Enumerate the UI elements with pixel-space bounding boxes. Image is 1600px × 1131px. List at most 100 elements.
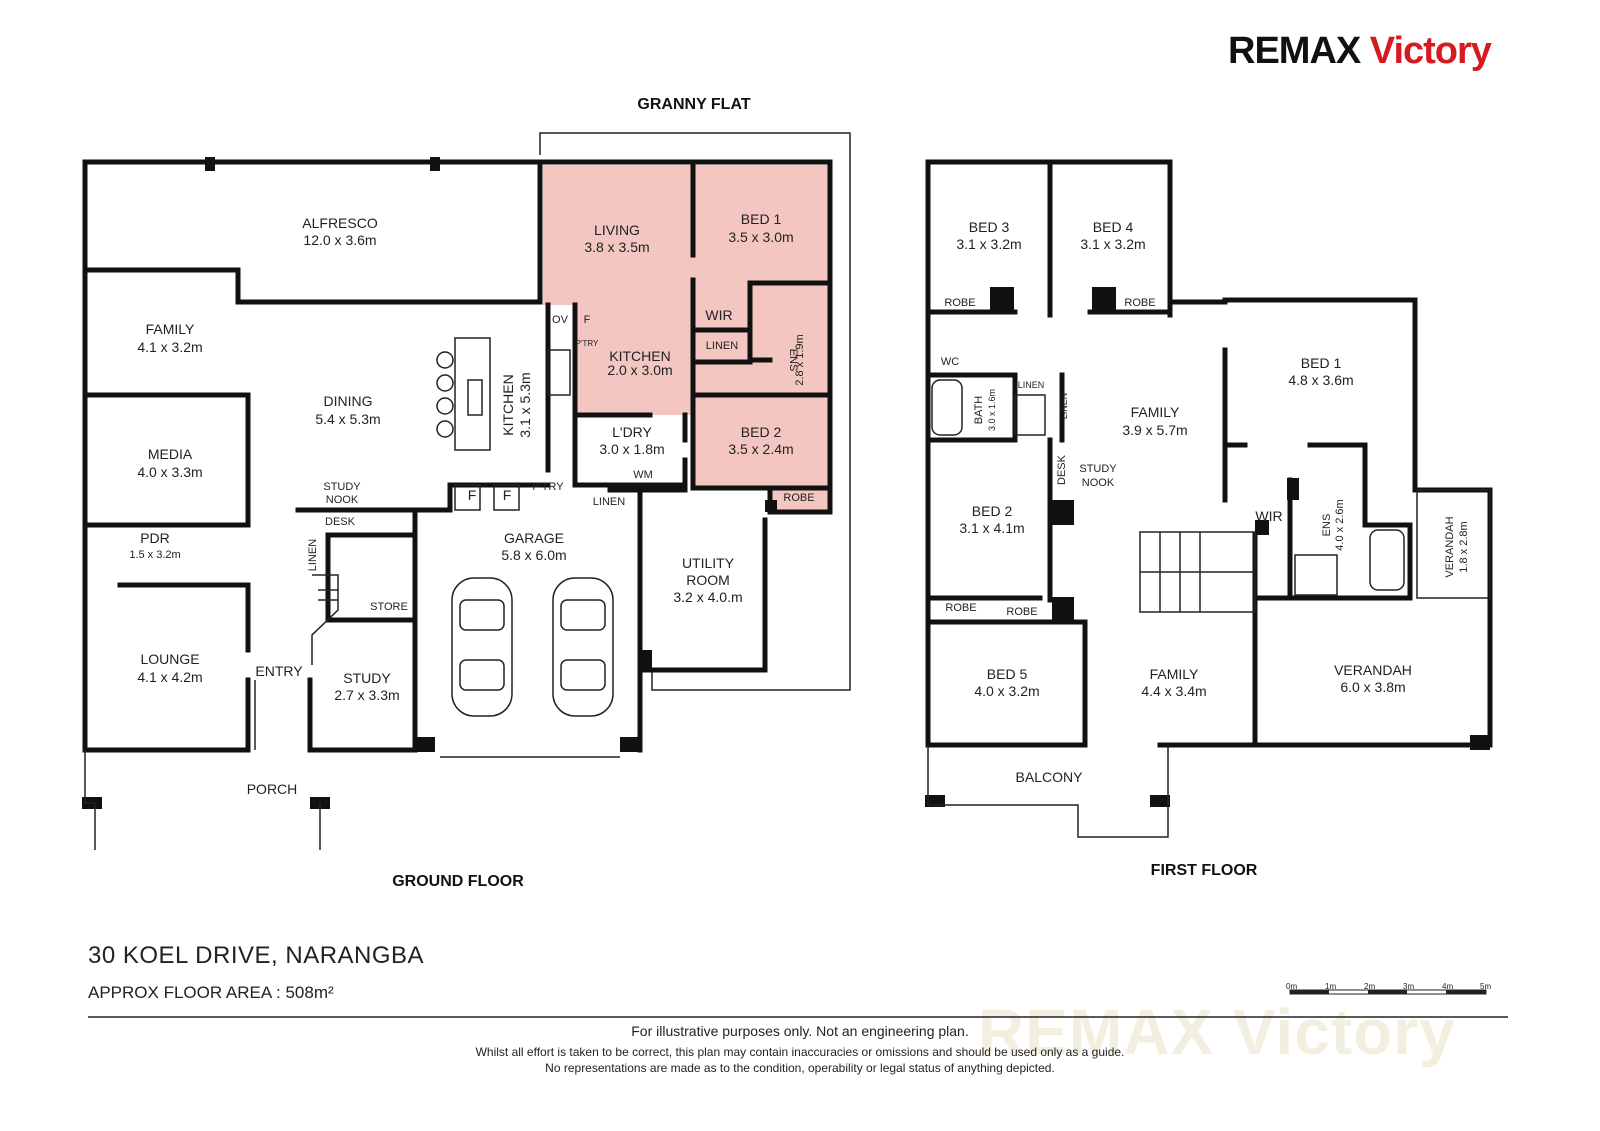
alfresco-label: ALFRESCO	[302, 215, 378, 231]
lounge-label: LOUNGE	[140, 651, 199, 667]
granny-flat-title: GRANNY FLAT	[637, 96, 750, 113]
first-posts	[925, 287, 1490, 807]
remax-logo: REMAX Victory	[1228, 30, 1492, 72]
ff-desk-label: DESK	[1056, 454, 1068, 485]
pdr-size: 1.5 x 3.2m	[129, 549, 180, 561]
ff-ens-size: 4.0 x 2.6m	[1334, 499, 1346, 550]
watermark: REMAX Victory	[978, 996, 1456, 1068]
gf-fridge-label: F	[584, 314, 591, 326]
ff-wc-label: WC	[941, 356, 959, 368]
first-floor-title: FIRST FLOOR	[1151, 862, 1258, 879]
ff-wir-label: WIR	[1255, 508, 1282, 524]
ff-bath-size: 3.0 x 1.6m	[987, 389, 997, 431]
disclaimer-line-2: Whilst all effort is taken to be correct…	[475, 1045, 1125, 1059]
kitchen-size: 3.1 x 5.3m	[517, 372, 533, 437]
gf-wir-label: WIR	[705, 307, 732, 323]
gf-bed1-size: 3.5 x 3.0m	[728, 229, 793, 245]
fridge-label-2: F	[503, 487, 512, 503]
garage-label: GARAGE	[504, 530, 564, 546]
ff-verandah-small-size: 1.8 x 2.8m	[1458, 521, 1470, 572]
ground-posts	[82, 157, 777, 809]
study-label: STUDY	[343, 670, 391, 686]
ff-family2-label: FAMILY	[1150, 666, 1199, 682]
scale-label-1: 1m	[1325, 982, 1337, 991]
gf-bed1-label: BED 1	[741, 211, 782, 227]
ff-balcony-label: BALCONY	[1016, 769, 1084, 785]
ff-bath-label: BATH	[973, 396, 985, 425]
gf-ptry-label: P'TRY	[576, 339, 599, 348]
granny-flat-shading	[543, 165, 828, 512]
laundry-size: 3.0 x 1.8m	[599, 441, 664, 457]
gf-living-label: LIVING	[594, 222, 640, 238]
ff-study-nook-1: STUDY	[1079, 463, 1117, 475]
laundry-label: L'DRY	[612, 424, 652, 440]
scale-label-5: 5m	[1480, 982, 1492, 991]
ground-stairs	[311, 574, 339, 665]
kitchen-island	[436, 337, 571, 511]
ff-robe3-label: ROBE	[944, 297, 975, 309]
pdr-label: PDR	[140, 530, 170, 546]
gf-robe-label: ROBE	[783, 492, 814, 504]
scale-label-3: 3m	[1403, 982, 1415, 991]
utility-label-2: ROOM	[686, 572, 730, 588]
ff-bed1-label: BED 1	[1301, 355, 1342, 371]
oven-label: OV	[552, 314, 569, 326]
ff-bed5-size: 4.0 x 3.2m	[974, 683, 1039, 699]
ff-verandah-small-label: VERANDAH	[1444, 516, 1456, 577]
ground-floor-title: GROUND FLOOR	[392, 873, 524, 890]
wm-label: WM	[633, 469, 653, 481]
ff-linen-a-label: LINEN	[1018, 380, 1045, 390]
ff-bed5-label: BED 5	[987, 666, 1028, 682]
ff-bed2-label: BED 2	[972, 503, 1013, 519]
media-size: 4.0 x 3.3m	[137, 464, 202, 480]
ff-bed2-size: 3.1 x 4.1m	[959, 520, 1024, 536]
kitchen-label: KITCHEN	[500, 374, 516, 435]
ff-family1-label: FAMILY	[1131, 404, 1180, 420]
family-size: 4.1 x 3.2m	[137, 339, 202, 355]
gf-ens-label: ENS	[787, 349, 799, 372]
granny-flat-outline	[539, 132, 851, 691]
ff-bed4-size: 3.1 x 3.2m	[1080, 236, 1145, 252]
gf-bed2-size: 3.5 x 2.4m	[728, 441, 793, 457]
ff-robe2-label: ROBE	[945, 602, 976, 614]
utility-size: 3.2 x 4.0.m	[673, 589, 742, 605]
property-address: 30 KOEL DRIVE, NARANGBA	[88, 942, 425, 969]
gf-ens-size: 2.8 x 1.9m	[794, 334, 806, 385]
linen2-label: LINEN	[593, 496, 625, 508]
ground-floor-walls	[82, 159, 833, 753]
ff-robe4-label: ROBE	[1124, 297, 1155, 309]
ff-bed4-label: BED 4	[1093, 219, 1134, 235]
fridge-label-1: F	[468, 487, 477, 503]
gf-kitchen-label: KITCHEN	[609, 348, 670, 364]
disclaimer-line-3: No representations are made as to the co…	[545, 1061, 1055, 1075]
scale-label-2: 2m	[1364, 982, 1376, 991]
floor-area: APPROX FLOOR AREA : 508m²	[88, 983, 334, 1002]
dining-size: 5.4 x 5.3m	[315, 411, 380, 427]
gf-kitchen-size: 2.0 x 3.0m	[607, 362, 672, 378]
alfresco-size: 12.0 x 3.6m	[303, 232, 376, 248]
ff-bed3-size: 3.1 x 3.2m	[956, 236, 1021, 252]
desk-label: DESK	[325, 516, 356, 528]
first-floor-outlines	[927, 379, 1491, 838]
garage-size: 5.8 x 6.0m	[501, 547, 566, 563]
dining-label: DINING	[324, 393, 373, 409]
store-label: STORE	[370, 601, 408, 613]
linen-label: LINEN	[307, 539, 319, 571]
ff-study-nook-2: NOOK	[1082, 477, 1115, 489]
scale-label-4: 4m	[1442, 982, 1454, 991]
ptry-label: P'TRY	[532, 481, 564, 493]
lounge-size: 4.1 x 4.2m	[137, 669, 202, 685]
study-size: 2.7 x 3.3m	[334, 687, 399, 703]
media-label: MEDIA	[148, 446, 193, 462]
study-nook-label-1: STUDY	[323, 481, 361, 493]
scale-label-0: 0m	[1286, 982, 1298, 991]
porch-outline	[84, 680, 620, 850]
disclaimer-line-1: For illustrative purposes only. Not an e…	[631, 1023, 969, 1039]
gf-living-size: 3.8 x 3.5m	[584, 239, 649, 255]
gf-bed2-label: BED 2	[741, 424, 782, 440]
ff-family2-size: 4.4 x 3.4m	[1141, 683, 1206, 699]
ff-verandah-label: VERANDAH	[1334, 662, 1412, 678]
ff-robe5-label: ROBE	[1006, 606, 1037, 618]
